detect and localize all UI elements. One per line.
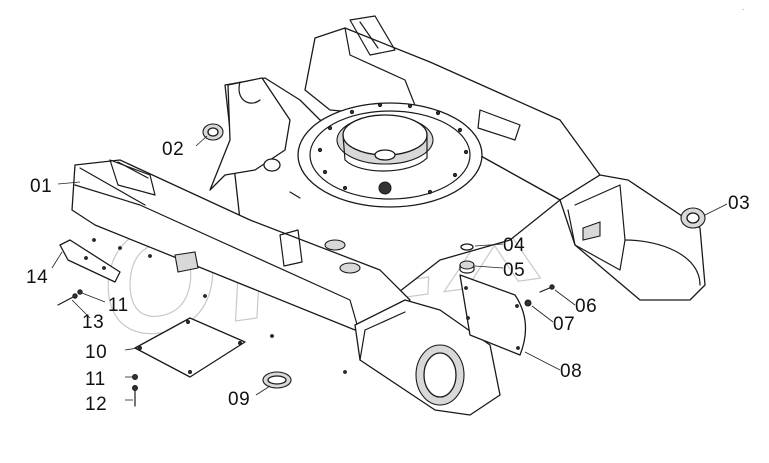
part-labels: 02 01 03 04 05 14 11 06 13 07 10 08 11 0… (26, 139, 750, 415)
bolt-12 (132, 385, 138, 407)
label-05: 05 (503, 260, 525, 281)
label-09: 09 (228, 389, 250, 410)
label-12: 12 (85, 394, 107, 415)
right-track-frame (559, 174, 706, 301)
label-11-lower: 11 (85, 369, 106, 390)
label-06: 06 (575, 296, 597, 317)
bracket-14 (59, 239, 121, 283)
label-04: 04 (503, 235, 525, 256)
slewing-ring (297, 102, 483, 208)
label-07: 07 (553, 314, 575, 335)
label-03: 03 (728, 193, 750, 214)
boom-bracket (209, 77, 291, 191)
washer-07 (524, 299, 532, 307)
label-01: 01 (30, 176, 52, 197)
leader-lines (51, 135, 728, 401)
seal-03 (680, 207, 706, 229)
washer-11-upper (77, 289, 83, 295)
label-11-upper: 11 (108, 295, 129, 316)
label-10: 10 (85, 342, 107, 363)
cover-plate-08 (459, 274, 527, 356)
cover-seal-09 (262, 371, 292, 389)
frame-assembly (71, 15, 706, 416)
label-14: 14 (26, 267, 48, 288)
cover-plate-10 (134, 317, 246, 378)
label-02: 02 (162, 139, 184, 160)
label-13: 13 (82, 312, 104, 333)
label-08: 08 (560, 361, 582, 382)
seal-02 (202, 123, 224, 141)
bolt-13 (57, 293, 78, 306)
bolt-06 (539, 284, 555, 293)
washer-04 (460, 243, 474, 251)
plug-05 (459, 260, 475, 274)
corner-mark: . (742, 3, 744, 12)
washer-11 (132, 374, 138, 380)
